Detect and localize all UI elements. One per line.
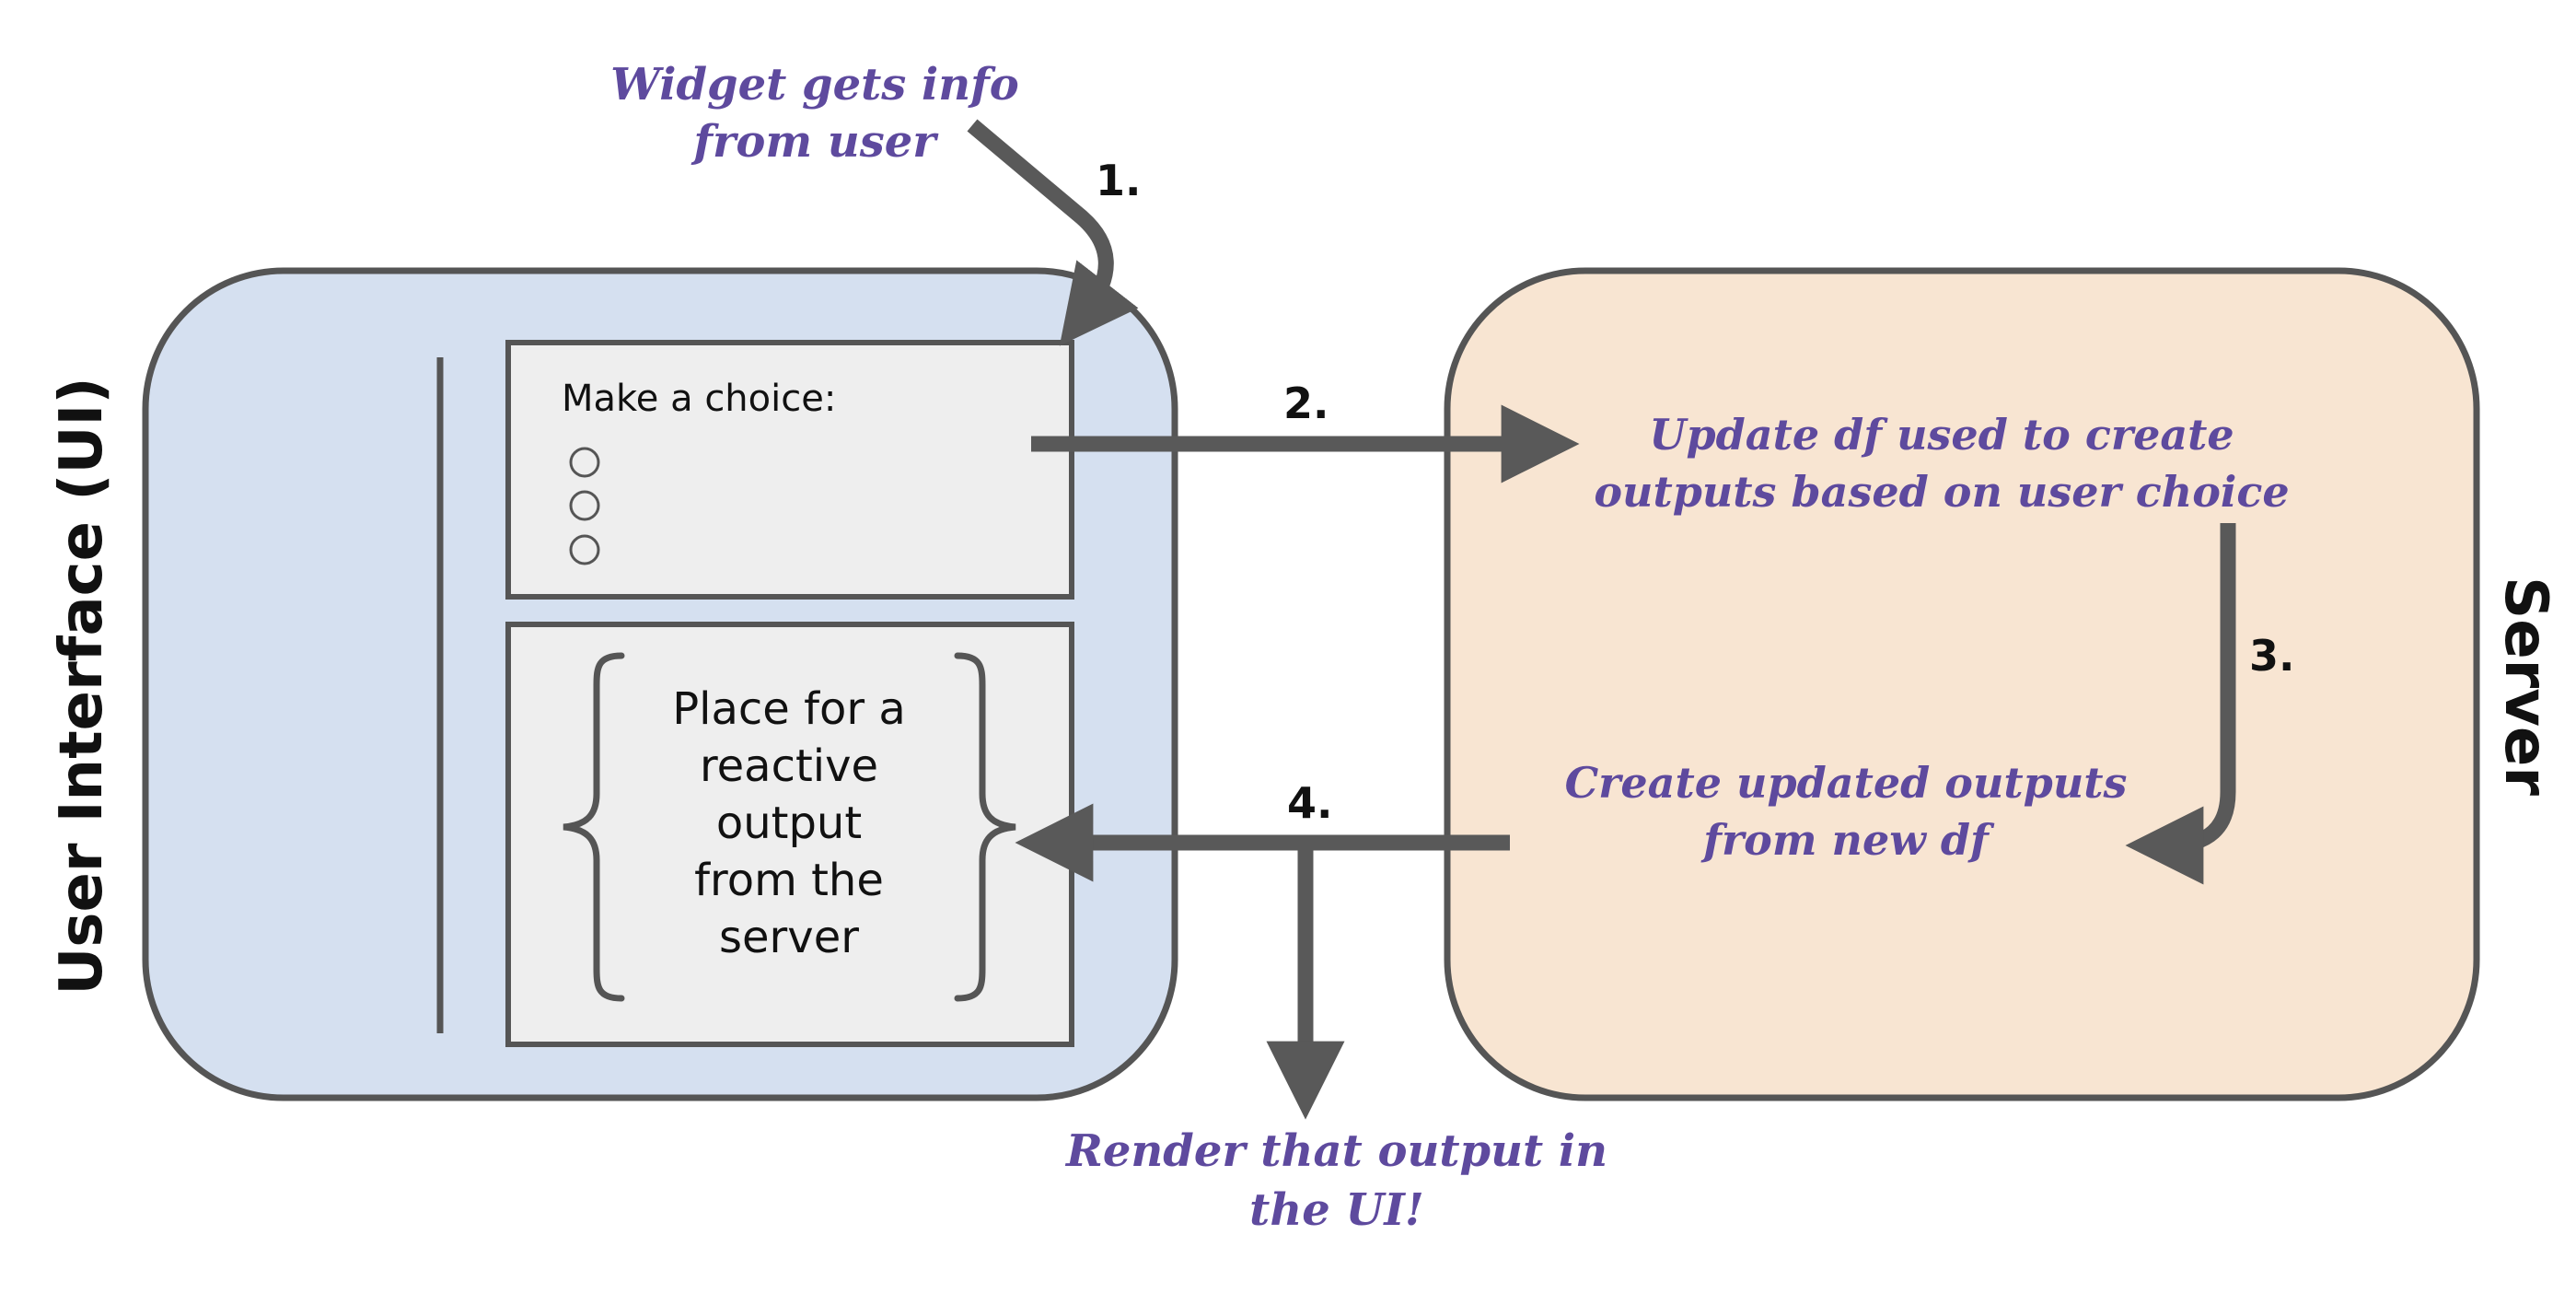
server-panel <box>1444 267 2480 1101</box>
output-line-2: reactive <box>700 740 878 792</box>
annotation-render-line-2: the UI! <box>1249 1184 1424 1236</box>
radio-option-3[interactable] <box>569 534 600 565</box>
widget-prompt: Make a choice: <box>562 378 836 420</box>
step-2-label: 2. <box>1283 379 1329 428</box>
step-1-label: 1. <box>1096 156 1141 205</box>
output-line-1: Place for a <box>672 683 906 735</box>
widget-box <box>505 340 1074 600</box>
step-4-label: 4. <box>1287 778 1332 828</box>
output-line-5: server <box>719 912 859 963</box>
server-panel-label: Server <box>2491 577 2559 796</box>
radio-option-2[interactable] <box>569 490 600 521</box>
annotation-update-df-line-2: outputs based on user choice <box>1594 467 2289 517</box>
left-curly-brace <box>563 652 625 1002</box>
annotation-render-line-1: Render that output in <box>1064 1125 1607 1177</box>
output-box <box>505 622 1074 1047</box>
annotation-create-outputs-line-2: from new df <box>1700 815 1995 865</box>
annotation-widget-info-line-2: from user <box>690 116 939 168</box>
output-line-3: output <box>716 798 862 849</box>
arrow-step-3 <box>2125 523 2236 885</box>
step-3-label: 3. <box>2249 631 2294 681</box>
ui-panel-label: User Interface (UI) <box>48 377 116 995</box>
annotation-update-df-line-1: Update df used to create <box>1649 410 2234 460</box>
annotation-create-outputs-line-1: Create updated outputs <box>1565 758 2128 808</box>
annotation-widget-info-line-1: Widget gets info <box>610 59 1019 111</box>
output-line-4: from the <box>694 855 884 906</box>
radio-option-1[interactable] <box>569 447 600 478</box>
arrow-step-1 <box>967 119 1139 346</box>
